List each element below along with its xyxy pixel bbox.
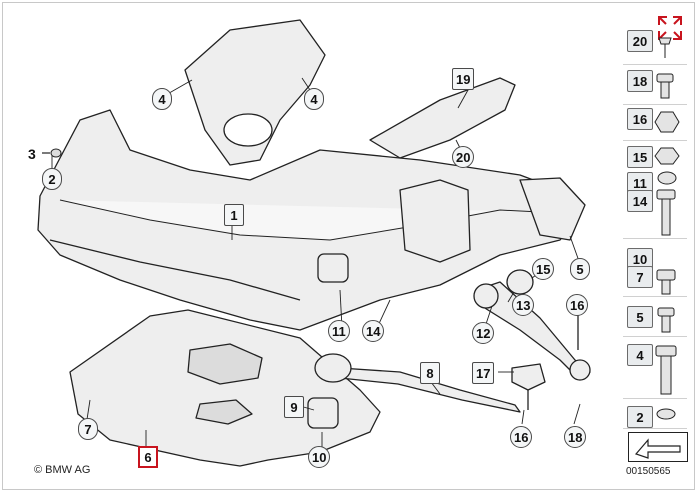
upper-bracket [184, 19, 326, 166]
callout-13[interactable]: 13 [512, 294, 535, 316]
callout-4-right[interactable]: 4 [304, 88, 324, 110]
callout-16-upper[interactable]: 16 [566, 294, 589, 316]
callout-1[interactable]: 1 [224, 204, 244, 226]
parts-label-20[interactable]: 20 [627, 30, 653, 52]
direction-arrow-icon [628, 432, 688, 462]
parts-label-14[interactable]: 14 [627, 190, 653, 212]
callout-16-lower[interactable]: 16 [510, 426, 533, 448]
parts-label-5[interactable]: 5 [627, 306, 653, 328]
copyright-text: BMW AG [45, 464, 91, 476]
callout-20[interactable]: 20 [452, 146, 475, 168]
parts-label-15[interactable]: 15 [627, 146, 653, 168]
parts-label-7[interactable]: 7 [627, 266, 653, 288]
callout-15[interactable]: 15 [532, 258, 555, 280]
callout-2[interactable]: 2 [42, 168, 62, 190]
diagram-frame [2, 2, 695, 490]
washer-3-drawing [42, 148, 62, 158]
copyright: © BMW AG [34, 464, 90, 476]
callout-12[interactable]: 12 [472, 322, 495, 344]
callout-9[interactable]: 9 [284, 396, 304, 418]
parts-column-hardware-drawing [654, 37, 680, 420]
heat-shield [369, 77, 516, 159]
parts-label-4[interactable]: 4 [627, 344, 653, 366]
parts-label-10[interactable]: 10 [627, 248, 653, 270]
callout-18[interactable]: 18 [564, 426, 587, 448]
parts-label-16[interactable]: 16 [627, 108, 653, 130]
callout-8[interactable]: 8 [420, 362, 440, 384]
parts-label-18[interactable]: 18 [627, 70, 653, 92]
callout-19[interactable]: 19 [452, 68, 475, 90]
callout-5[interactable]: 5 [570, 258, 590, 280]
callout-11[interactable]: 11 [328, 320, 350, 342]
callout-17[interactable]: 17 [472, 362, 495, 384]
callout-14[interactable]: 14 [362, 320, 385, 342]
parts-column: 20 18 16 15 11 14 10 7 5 4 2 [619, 24, 691, 464]
underbody-plate [69, 309, 381, 467]
copyright-symbol: © [34, 464, 43, 476]
callout-3[interactable]: 3 [28, 146, 36, 162]
callout-10[interactable]: 10 [308, 446, 331, 468]
parts-label-2[interactable]: 2 [627, 406, 653, 428]
callout-6[interactable]: 6 [138, 446, 158, 468]
callout-4-left[interactable]: 4 [152, 88, 172, 110]
document-number: 00150565 [626, 466, 671, 477]
callout-7[interactable]: 7 [78, 418, 98, 440]
